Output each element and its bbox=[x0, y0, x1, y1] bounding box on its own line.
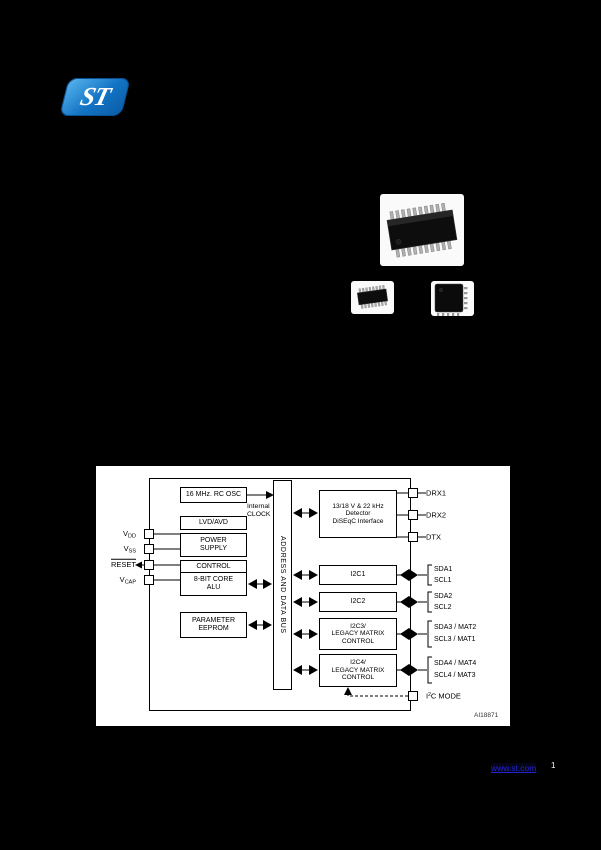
diagram-connectors bbox=[135, 491, 432, 697]
pin-label-i2c-mode: I2C MODE bbox=[426, 691, 461, 701]
block-diseqc-detector: 13/18 V & 22 kHz Detector DiSEqC Interfa… bbox=[319, 490, 397, 538]
page-number: 1 bbox=[551, 761, 556, 770]
pin-label-dtx: DTX bbox=[426, 532, 441, 542]
ssop-small-package-image bbox=[351, 281, 394, 314]
pin-label-drx1: DRX1 bbox=[426, 488, 447, 498]
pin-dtx bbox=[408, 532, 418, 542]
block-address-data-bus: ADDRESS AND DATA BUS bbox=[273, 480, 292, 690]
ssop20-package-image bbox=[380, 194, 464, 266]
chip-boundary bbox=[149, 478, 411, 711]
block-power-supply: POWER SUPPLY bbox=[180, 533, 247, 557]
block-diagram: 16 MHz. RC OSC Internal CLOCK LVD/AVD PO… bbox=[95, 465, 511, 727]
qfn-package-icon bbox=[434, 283, 468, 316]
chip-package-icon bbox=[386, 203, 458, 258]
internal-clock-label: Internal CLOCK bbox=[247, 503, 271, 518]
signal-group-i2c2: SDA2 SCL2 bbox=[434, 593, 453, 611]
block-parameter-eeprom: PARAMETER EEPROM bbox=[180, 612, 247, 638]
pin-reset bbox=[144, 560, 154, 570]
block-i2c3-legacy-matrix: I2C3/ LEGACY MATRIX CONTROL bbox=[319, 618, 397, 650]
signal-group-i2c4: SDA4 / MAT4 SCL4 / MAT3 bbox=[434, 660, 477, 679]
pin-label-reset: RESET bbox=[110, 559, 136, 569]
pin-label-vss: VSS bbox=[123, 543, 136, 555]
pin-label-vcap: VCAP bbox=[119, 574, 136, 586]
pin-vdd bbox=[144, 529, 154, 539]
pin-drx1 bbox=[408, 488, 418, 498]
block-core-alu: 8-BIT CORE ALU bbox=[180, 572, 247, 596]
st-website-link[interactable]: www.st.com bbox=[491, 763, 537, 773]
block-i2c1: I2C1 bbox=[319, 565, 397, 585]
signal-group-i2c1: SDA1 SCL1 bbox=[434, 566, 453, 584]
signal-group-i2c3: SDA3 / MAT2 SCL3 / MAT1 bbox=[434, 624, 477, 643]
st-logo-text: ST bbox=[77, 82, 113, 111]
st-logo: ST bbox=[59, 78, 131, 116]
block-i2c2: I2C2 bbox=[319, 592, 397, 612]
block-lvd-avd: LVD/AVD bbox=[180, 516, 247, 530]
pin-label-vdd: VDD bbox=[123, 528, 136, 540]
pin-vss bbox=[144, 544, 154, 554]
chip-package-small-icon bbox=[357, 285, 388, 309]
block-rc-osc: 16 MHz. RC OSC bbox=[180, 487, 247, 503]
pin-vcap bbox=[144, 575, 154, 585]
pin-i2c-mode bbox=[408, 691, 418, 701]
qfn-package-image bbox=[431, 281, 474, 316]
pin-label-drx2: DRX2 bbox=[426, 510, 447, 520]
pin-drx2 bbox=[408, 510, 418, 520]
figure-reference-code: AI18871 bbox=[474, 712, 499, 719]
block-i2c4-legacy-matrix: I2C4/ LEGACY MATRIX CONTROL bbox=[319, 654, 397, 687]
